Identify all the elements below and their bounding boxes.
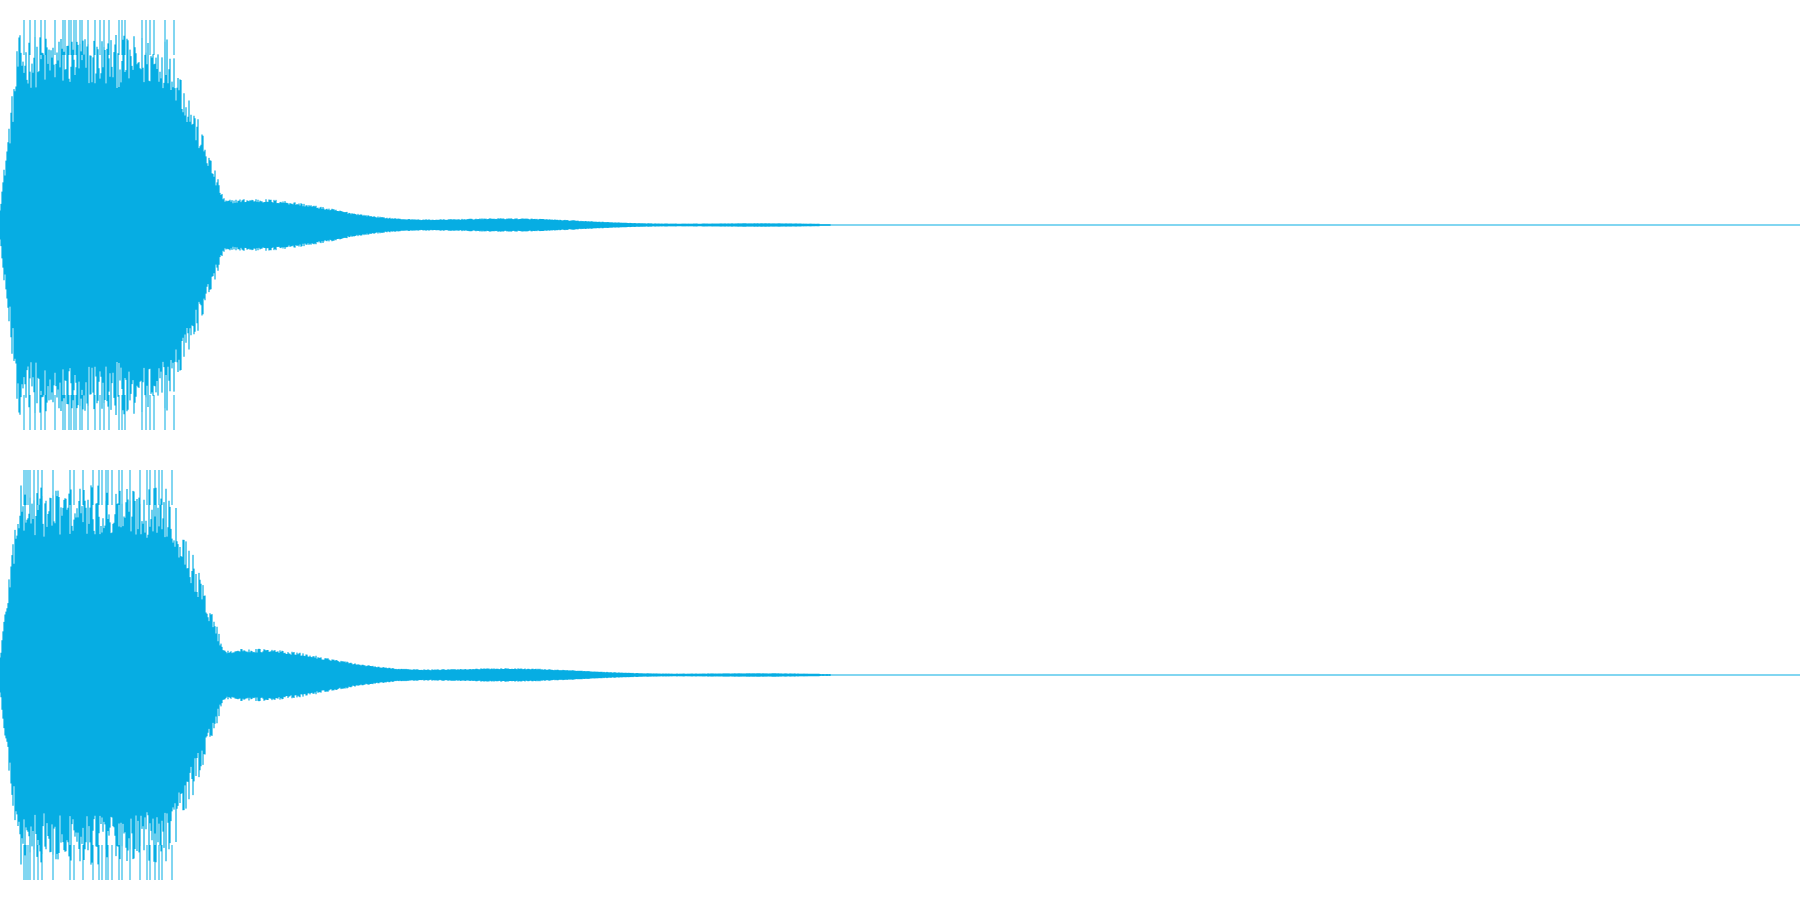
channel-left-waveform xyxy=(0,20,1800,430)
channel-right-waveform-svg xyxy=(0,470,1800,880)
channel-right-waveform xyxy=(0,450,1800,900)
channel-left-waveform-svg xyxy=(0,20,1800,430)
channel-right-peaks xyxy=(23,470,173,880)
channel-left-peaks xyxy=(23,20,175,430)
